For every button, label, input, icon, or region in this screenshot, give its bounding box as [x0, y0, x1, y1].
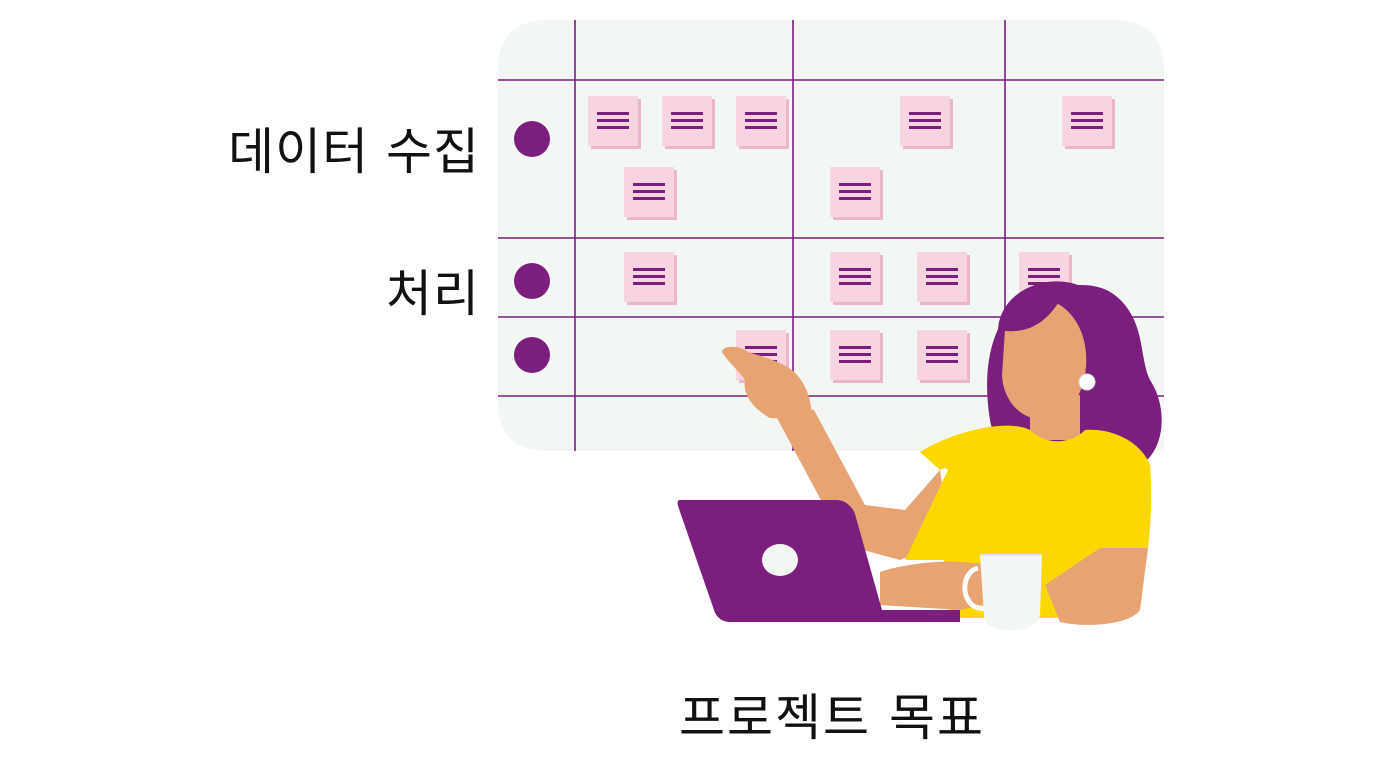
- sticky-note-icon: [917, 330, 970, 383]
- laptop-icon: [677, 500, 960, 622]
- sticky-note-icon: [624, 252, 677, 305]
- row-marker: [514, 121, 550, 157]
- row-label-data-collection: 데이터 수집: [228, 123, 480, 181]
- person-illustration: [722, 281, 1162, 625]
- sticky-note-icon: [736, 96, 789, 149]
- sticky-note-icon: [830, 252, 883, 305]
- coffee-mug-icon: [962, 554, 1042, 630]
- sticky-note-icon: [830, 330, 883, 383]
- row-label-processing: 처리: [386, 265, 480, 323]
- row-marker: [514, 263, 550, 299]
- sticky-note-icon: [588, 96, 641, 149]
- sticky-note-icon: [1062, 96, 1115, 149]
- caption: 프로젝트 목표: [679, 689, 985, 747]
- row-marker: [514, 337, 550, 373]
- sticky-note-icon: [900, 96, 953, 149]
- sticky-note-icon: [624, 167, 677, 220]
- sticky-note-icon: [662, 96, 715, 149]
- sticky-note-icon: [917, 252, 970, 305]
- sticky-note-icon: [830, 167, 883, 220]
